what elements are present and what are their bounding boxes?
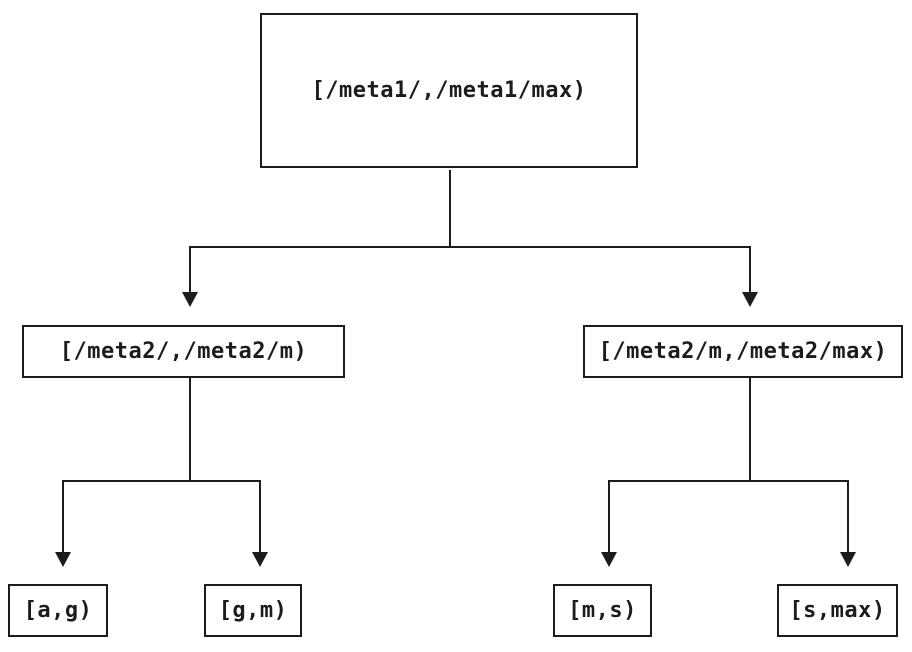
arrowhead-leaf-m-s [601, 552, 617, 567]
node-leaf-g-m: [g,m) [204, 584, 302, 637]
node-root-meta1-range: [/meta1/,/meta1/max) [260, 13, 638, 168]
arrowhead-leaf-a-g [55, 552, 71, 567]
node-leaf-m-s: [m,s) [553, 584, 652, 637]
edge-root-to-meta2 [182, 170, 758, 307]
arrowhead-leaf-s-max [840, 552, 856, 567]
node-meta2-low-range: [/meta2/,/meta2/m) [22, 325, 345, 378]
edge-meta2-low-to-leaves [55, 378, 268, 567]
node-leaf-a-g: [a,g) [8, 584, 108, 637]
node-meta2-high-range: [/meta2/m,/meta2/max) [583, 325, 903, 378]
edge-meta2-high-to-leaves [601, 378, 856, 567]
arrowhead-meta2-high [742, 292, 758, 307]
node-leaf-s-max: [s,max) [777, 584, 898, 637]
arrowhead-meta2-low [182, 292, 198, 307]
arrowhead-leaf-g-m [252, 552, 268, 567]
